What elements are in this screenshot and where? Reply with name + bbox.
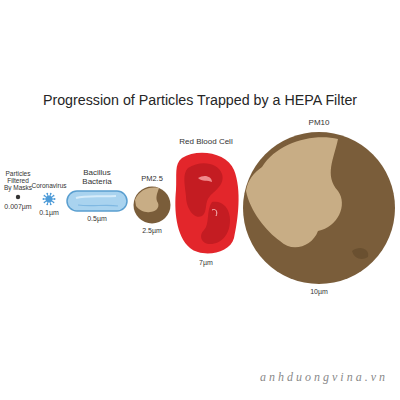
- pm10-particle-shape: [242, 131, 396, 285]
- pm10-particle: PM1010µm: [242, 131, 396, 285]
- particle-size: 0.5µm: [87, 215, 107, 223]
- particle-size: 10µm: [310, 288, 328, 296]
- particle-size: 7µm: [199, 259, 213, 267]
- red-blood-cell-shape: [172, 150, 240, 256]
- coronavirus-shape: [43, 193, 55, 205]
- mask-particle-shape: [15, 194, 21, 200]
- bacillus-bacteria: Bacillus Bacteria0.5µm: [66, 190, 128, 212]
- pm2-5-particle: PM2.52.5µm: [133, 186, 171, 224]
- particle-name: Particles Filtered By Masks: [3, 170, 33, 191]
- particle-name: PM2.5: [141, 175, 163, 183]
- particle-size: 0.1µm: [39, 209, 59, 217]
- red-blood-cell: Red Blood Cell7µm: [172, 150, 240, 256]
- mask-particle: Particles Filtered By Masks0.007µm: [15, 194, 21, 200]
- pm2-5-particle-shape: [133, 186, 171, 224]
- particle-name: Red Blood Cell: [179, 138, 232, 147]
- coronavirus: Coronavirus0.1µm: [43, 193, 55, 205]
- particle-name: Bacillus Bacteria: [75, 169, 119, 187]
- watermark: anhduongvina.vn: [260, 370, 388, 385]
- particle-name: PM10: [309, 119, 330, 128]
- particle-name: Coronavirus: [31, 182, 66, 189]
- bacillus-bacteria-shape: [66, 190, 128, 212]
- particle-size: 0.007µm: [4, 203, 31, 211]
- particle-size: 2.5µm: [142, 227, 162, 235]
- diagram-title: Progression of Particles Trapped by a HE…: [0, 92, 400, 108]
